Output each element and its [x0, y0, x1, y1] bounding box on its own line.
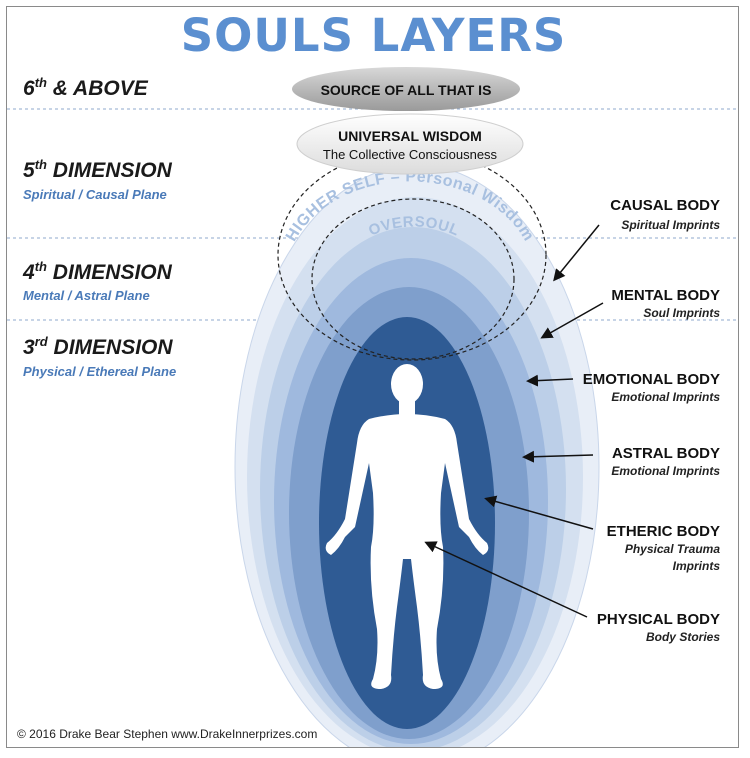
causal-body-imprint: Spiritual Imprints — [621, 218, 720, 232]
etheric-body-arrow — [484, 495, 594, 530]
copyright-text: © 2016 Drake Bear Stephen www.DrakeInner… — [17, 727, 318, 741]
emotional-body-label: EMOTIONAL BODY — [582, 371, 720, 388]
dimension-6-label: 6th & ABOVE — [23, 75, 148, 100]
astral-body-arrow — [522, 450, 594, 463]
oversoul-circle — [311, 198, 515, 360]
emotional-body-imprint: Emotional Imprints — [611, 390, 720, 404]
higher-self-circle — [277, 149, 547, 361]
mental-body-imprint: Soul Imprints — [643, 306, 720, 320]
causal-body-label: CAUSAL BODY — [610, 197, 720, 214]
etheric-body-imprint: Physical Trauma Imprints — [624, 542, 720, 573]
source-label: SOURCE OF ALL THAT IS — [321, 82, 492, 98]
dimension-5-label: 5th DIMENSION — [23, 157, 172, 182]
dimension-4-label: 4th DIMENSION — [23, 259, 172, 284]
diagram-frame: HIGHER SELF – Personal Wisdom OVERSOUL S… — [6, 6, 739, 748]
emotional-body-arrow — [526, 374, 574, 387]
dimension-5-subtitle: Spiritual / Causal Plane — [23, 187, 167, 202]
astral-body-label: ASTRAL BODY — [611, 445, 720, 462]
universal-wisdom-ellipse — [296, 113, 524, 175]
dimension-3-label: 3rd DIMENSION — [23, 334, 173, 359]
physical-body-label: PHYSICAL BODY — [596, 611, 720, 628]
human-silhouette — [325, 364, 489, 689]
universal-wisdom-subtitle: The Collective Consciousness — [323, 147, 498, 162]
page-title: SOULS LAYERS — [180, 9, 567, 62]
physical-body-imprint: Body Stories — [645, 630, 720, 644]
etheric-body-label: ETHERIC BODY — [606, 523, 720, 540]
physical-body-arrow — [424, 541, 588, 618]
causal-body-arrow — [553, 224, 600, 282]
astral-body-imprint: Emotional Imprints — [611, 464, 720, 478]
layers-artwork: HIGHER SELF – Personal Wisdom OVERSOUL S… — [7, 67, 738, 747]
universal-wisdom-title: UNIVERSAL WISDOM — [338, 128, 482, 144]
mental-body-label: MENTAL BODY — [611, 287, 720, 304]
dimension-3-subtitle: Physical / Ethereal Plane — [23, 364, 177, 379]
dimension-4-subtitle: Mental / Astral Plane — [23, 288, 150, 303]
source-ellipse — [292, 67, 520, 111]
mental-body-arrow — [540, 302, 604, 339]
